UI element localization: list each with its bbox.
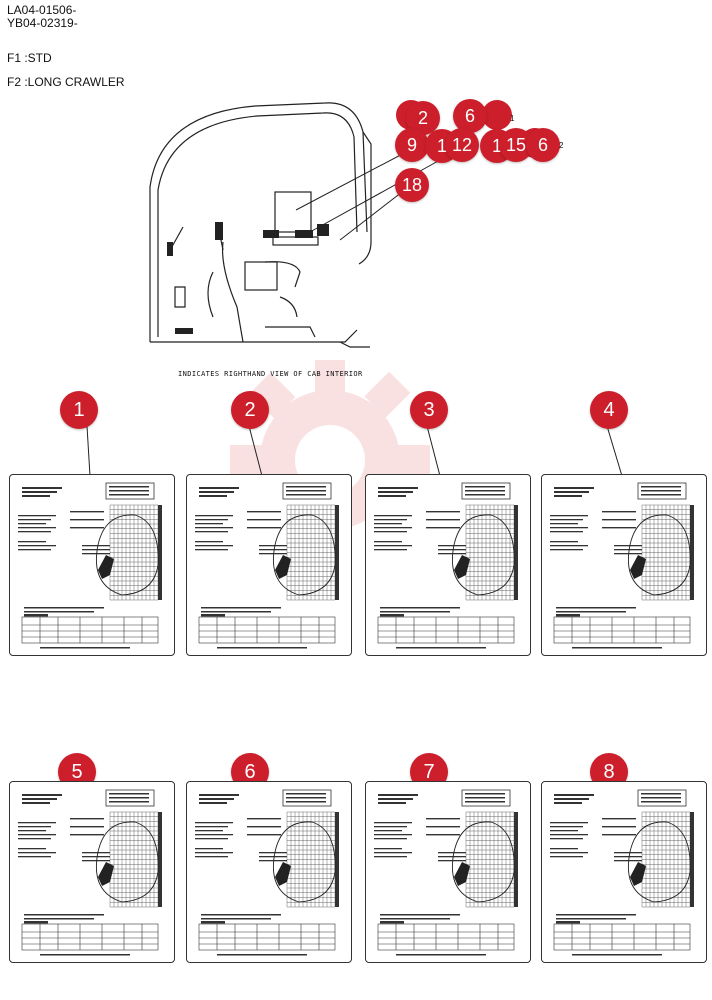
variant-f2: F2 :LONG CRAWLER <box>7 75 125 89</box>
cab-side-note-2: 2 <box>559 141 564 150</box>
decal-graphic <box>195 482 339 649</box>
part-code-2: YB04-02319- <box>7 16 78 30</box>
label-card-4 <box>541 474 707 656</box>
label-card-8 <box>541 781 707 963</box>
cab-callout-6: 6 <box>453 99 487 133</box>
cab-callout-9: 9 <box>395 128 429 162</box>
callout-overlap-dot <box>482 100 512 130</box>
decal-graphic <box>374 482 518 649</box>
cab-caption: INDICATES RIGHTHAND VIEW OF CAB INTERIOR <box>178 370 363 378</box>
decal-graphic <box>18 482 162 649</box>
label-card-7 <box>365 781 531 963</box>
label-card-2 <box>186 474 352 656</box>
label-card-3 <box>365 474 531 656</box>
decal-graphic <box>550 789 694 956</box>
decal-graphic <box>18 789 162 956</box>
decal-graphic <box>374 789 518 956</box>
card-badge-3: 3 <box>410 391 448 429</box>
cab-callout-12: 12 <box>445 128 479 162</box>
card-badge-4: 4 <box>590 391 628 429</box>
card-badge-1: 1 <box>60 391 98 429</box>
cab-interior-drawing <box>149 102 372 348</box>
decal-graphic <box>195 789 339 956</box>
part-code-1: LA04-01506- <box>7 3 77 17</box>
cab-side-note-1: 1 <box>510 114 515 123</box>
label-card-6 <box>186 781 352 963</box>
cab-callout-6b: 6 <box>526 128 560 162</box>
label-card-1 <box>9 474 175 656</box>
label-card-5 <box>9 781 175 963</box>
decal-graphic <box>550 482 694 649</box>
variant-f1: F1 :STD <box>7 51 52 65</box>
card-badge-2: 2 <box>231 391 269 429</box>
cab-callout-18: 18 <box>395 168 429 202</box>
